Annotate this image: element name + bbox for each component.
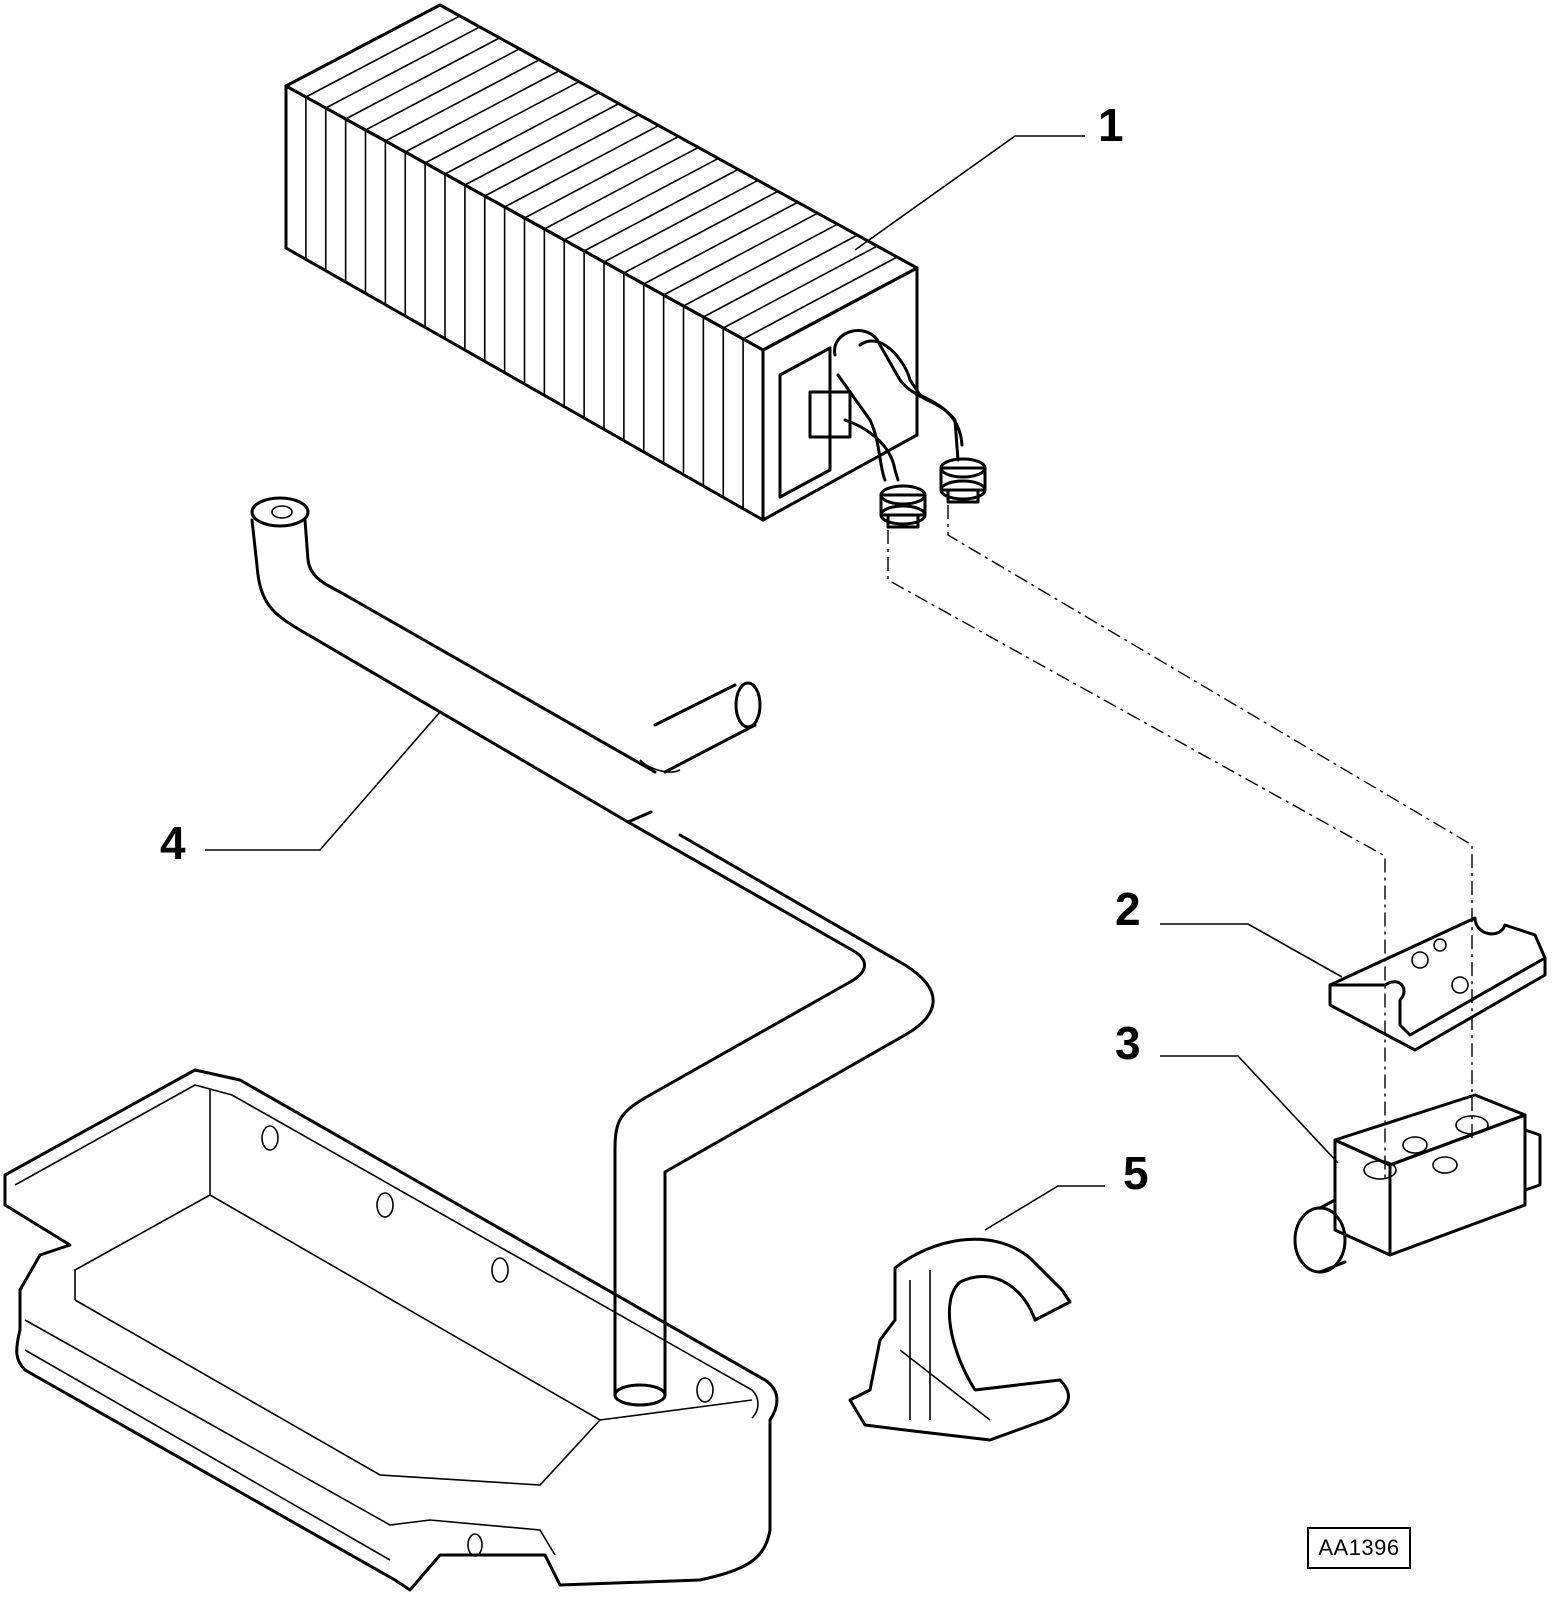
- fin-top-line: [444, 91, 600, 175]
- drain-tray: [3, 1068, 779, 1592]
- fin-top-line: [702, 234, 858, 318]
- fin-top-line: [325, 26, 481, 109]
- pipe-clamp: [848, 1237, 1072, 1442]
- evaporator-core: [284, 3, 919, 522]
- fin-top-line: [742, 256, 898, 340]
- fin-top-line: [484, 113, 640, 197]
- reference-code-label: AA1396: [1307, 1527, 1411, 1569]
- callout-4: 4: [160, 817, 186, 869]
- fin-top-line: [722, 245, 878, 329]
- fin-top-line: [563, 157, 719, 241]
- fin-top-line: [424, 81, 580, 164]
- fin-top-line: [623, 190, 779, 274]
- gasket-plate: [1328, 916, 1547, 1052]
- fin-top-line: [345, 37, 500, 120]
- fin-top-line: [524, 135, 679, 219]
- leader-lines: [205, 135, 1343, 1231]
- expansion-valve-block: [1293, 1093, 1542, 1274]
- drain-hose: [250, 496, 935, 1407]
- callout-2: 2: [1115, 883, 1141, 935]
- fin-top-line: [663, 212, 819, 296]
- fin-top-line: [365, 48, 520, 131]
- fin-top-line: [583, 168, 739, 252]
- fin-top-line: [603, 179, 759, 263]
- fin-top-line: [305, 15, 461, 98]
- fin-top-line: [385, 59, 540, 142]
- fin-top-line: [404, 70, 560, 153]
- callout-1: 1: [1098, 99, 1124, 151]
- fin-top-line: [504, 124, 659, 208]
- callout-3: 3: [1115, 1017, 1141, 1069]
- fin-top-line: [464, 102, 620, 186]
- fin-top-line: [683, 223, 838, 307]
- evaporator-pipes: [833, 329, 987, 529]
- assembly-guide-lines: [887, 505, 1473, 1180]
- fin-top-line: [544, 146, 699, 230]
- callout-5: 5: [1123, 1147, 1149, 1199]
- evaporator-fins: [305, 15, 898, 509]
- fin-top-line: [643, 201, 799, 285]
